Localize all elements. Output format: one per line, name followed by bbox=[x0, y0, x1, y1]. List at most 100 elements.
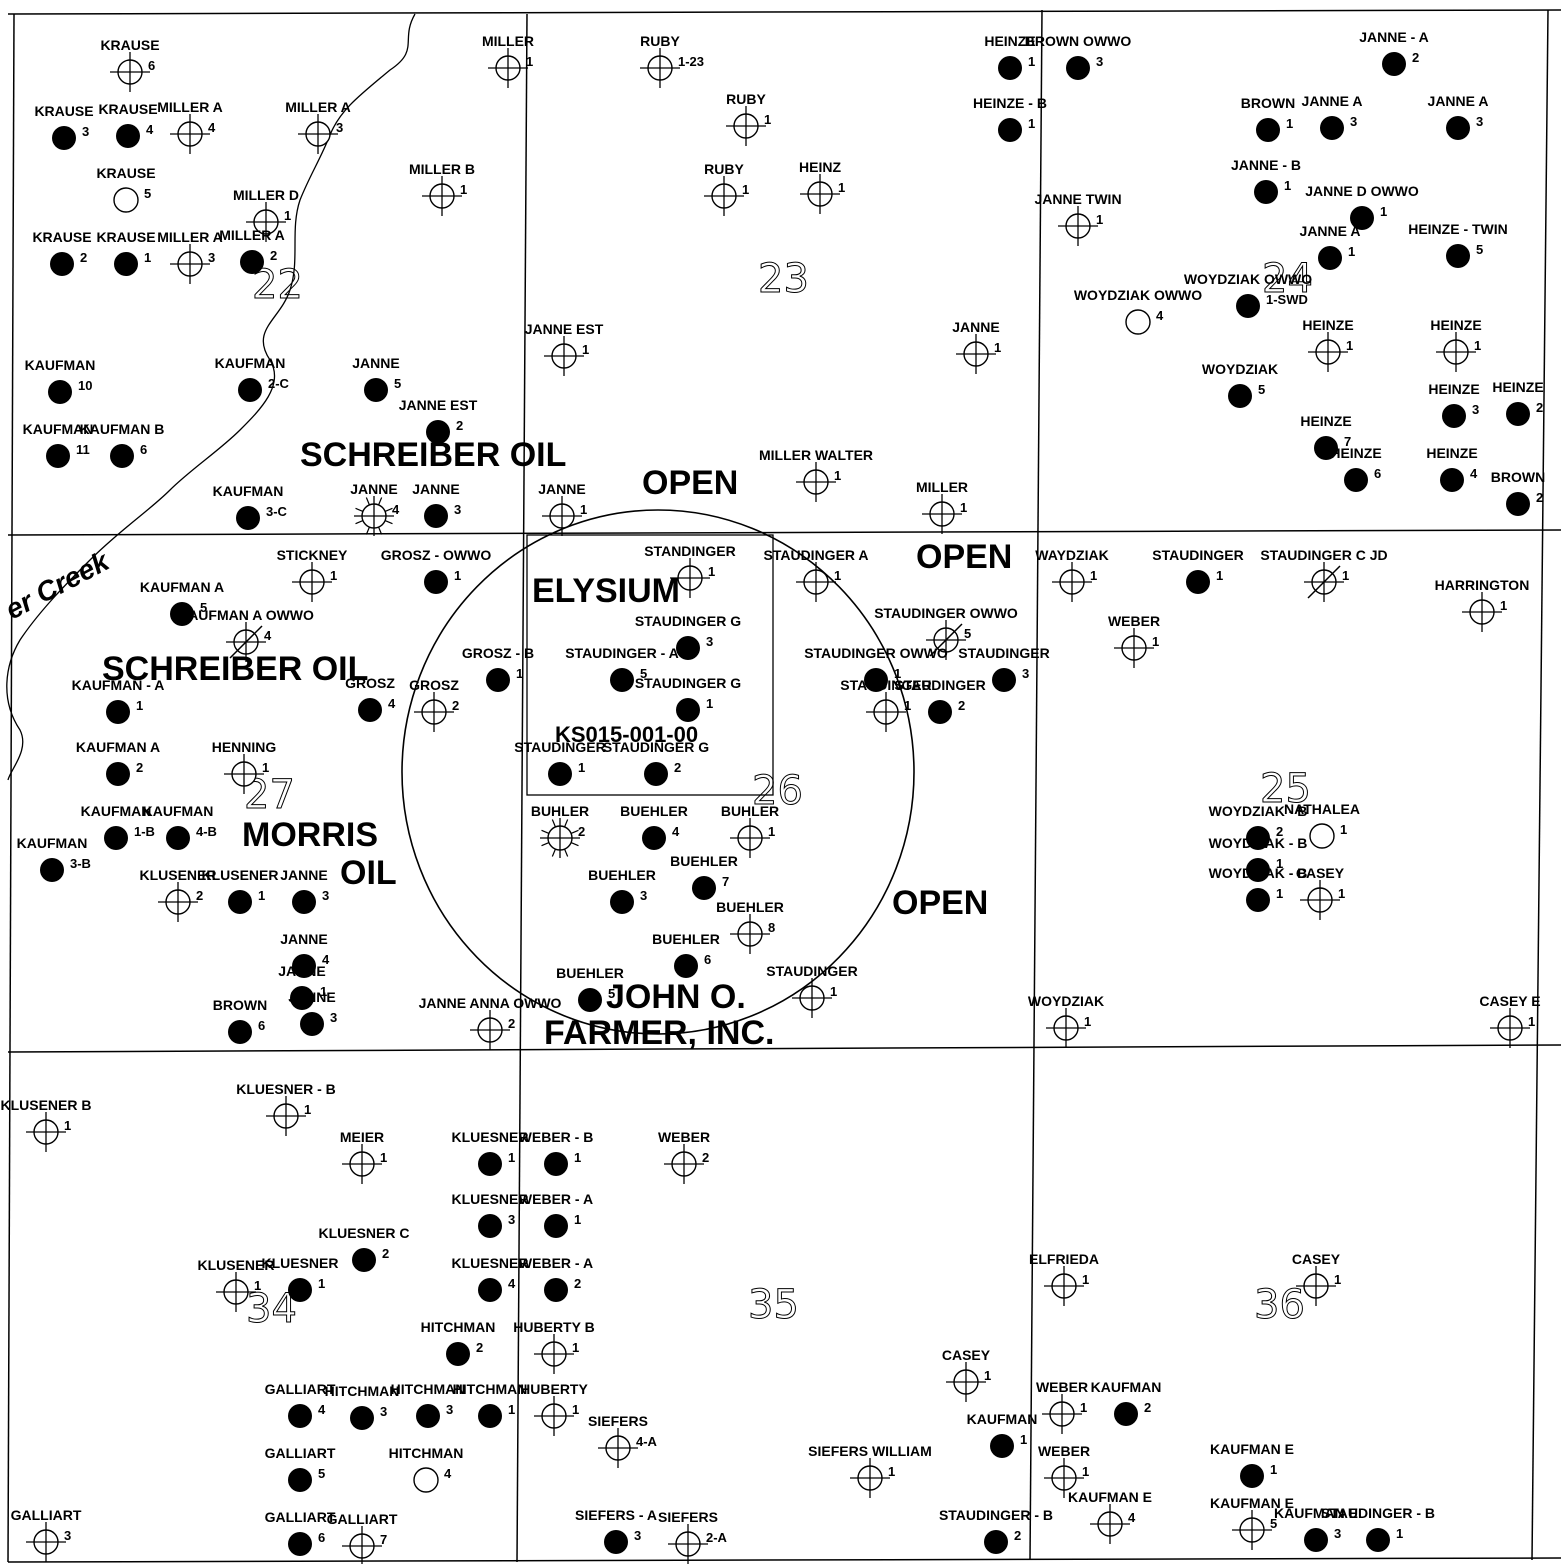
well-number: 4 bbox=[322, 952, 330, 967]
well-number: 5 bbox=[640, 666, 647, 681]
well-number: 1 bbox=[830, 984, 837, 999]
well-number: 1-SWD bbox=[1266, 292, 1308, 307]
dry-hole-symbol bbox=[1442, 404, 1466, 428]
well-name: HITCHMAN bbox=[325, 1383, 400, 1399]
dry-hole-symbol bbox=[1446, 116, 1470, 140]
well-name: RUBY bbox=[726, 91, 766, 107]
well-number: 1 bbox=[330, 568, 337, 583]
well-number: 4 bbox=[508, 1276, 516, 1291]
lease-id-label: KS015-001-00 bbox=[555, 722, 698, 747]
dry-hole-symbol bbox=[1246, 888, 1270, 912]
well-name: KLUSENER bbox=[197, 1257, 274, 1273]
operator-farmer-inc: FARMER, INC. bbox=[544, 1014, 774, 1052]
well-number: 1 bbox=[708, 564, 715, 579]
well-number: 1 bbox=[572, 1340, 579, 1355]
well-dry: KAUFMAN B6 bbox=[80, 421, 164, 468]
dry-hole-symbol bbox=[544, 1214, 568, 1238]
well-number: 4 bbox=[1128, 1510, 1136, 1525]
well-number: 1 bbox=[1090, 568, 1097, 583]
well-name: GROSZ bbox=[345, 675, 395, 691]
well-number: 3 bbox=[1350, 114, 1357, 129]
well-name: HEINZE - TWIN bbox=[1408, 221, 1508, 237]
well-name: WEBER bbox=[1108, 613, 1160, 629]
well-name: GROSZ - OWWO bbox=[381, 547, 492, 563]
operator-elysium: ELYSIUM bbox=[532, 572, 680, 610]
well-open: KLUSENER 1 bbox=[197, 1257, 275, 1312]
section-25: 25 bbox=[1260, 766, 1311, 812]
well-number: 1 bbox=[574, 1212, 581, 1227]
gas-ray bbox=[570, 842, 579, 847]
well-number: 1 bbox=[1096, 212, 1103, 227]
dry-hole-symbol bbox=[1318, 246, 1342, 270]
dry-hole-symbol bbox=[1382, 52, 1406, 76]
well-number: 4 bbox=[1470, 466, 1478, 481]
well-number: 1 bbox=[578, 760, 585, 775]
well-open: MILLER A3 bbox=[285, 99, 351, 154]
well-number: 5 bbox=[608, 986, 615, 1001]
dry-hole-symbol bbox=[984, 1530, 1008, 1554]
dry-hole-symbol bbox=[46, 444, 70, 468]
gas-ray bbox=[378, 497, 383, 506]
well-name: WOYDZIAK OWWO bbox=[1184, 271, 1312, 287]
well-number: 1 bbox=[144, 250, 151, 265]
well-dry: GROSZ - B1 bbox=[462, 645, 534, 692]
well-dry: WEBER - A1 bbox=[519, 1191, 593, 1238]
well-number: 1 bbox=[834, 468, 841, 483]
well-number: 3 bbox=[330, 1010, 337, 1025]
dry-hole-symbol bbox=[1314, 436, 1338, 460]
dry-hole-symbol bbox=[424, 504, 448, 528]
well-name: JANNE bbox=[280, 931, 327, 947]
well-open: MILLER A4 bbox=[157, 99, 223, 154]
well-number: 1-B bbox=[134, 824, 155, 839]
location-symbol bbox=[1309, 823, 1335, 849]
well-number: 2 bbox=[382, 1246, 389, 1261]
well-number: 1 bbox=[894, 666, 901, 681]
well-dry: JANNE A1 bbox=[1300, 223, 1360, 270]
dry-hole-symbol bbox=[116, 124, 140, 148]
well-name: WOYDZIAK bbox=[1028, 993, 1104, 1009]
operator-open-26-upper: OPEN bbox=[916, 538, 1012, 576]
well-number: 1 bbox=[1216, 568, 1223, 583]
well-number: 1 bbox=[254, 1278, 261, 1293]
operator-open-26-lower: OPEN bbox=[892, 884, 988, 922]
well-number: 3 bbox=[446, 1402, 453, 1417]
well-name: KAUFMAN - A bbox=[72, 677, 165, 693]
well-dry: STAUDINGER - B2 bbox=[939, 1507, 1053, 1554]
well-open: KAUFMAN E5 bbox=[1210, 1495, 1294, 1550]
location-symbol bbox=[113, 187, 139, 213]
well-name: KAUFMAN bbox=[1091, 1379, 1162, 1395]
well-name: CASEY bbox=[942, 1347, 991, 1363]
well-number: 4 bbox=[672, 824, 680, 839]
dry-hole-symbol bbox=[674, 954, 698, 978]
well-number: 1 bbox=[904, 698, 911, 713]
well-open: MILLER B1 bbox=[409, 161, 475, 216]
dry-hole-symbol bbox=[52, 126, 76, 150]
well-name: BUEHLER bbox=[652, 931, 720, 947]
well-name: STAUDINGER C JD bbox=[1260, 547, 1387, 563]
well-open: CASEY E1 bbox=[1479, 993, 1541, 1048]
operator-morris: MORRIS bbox=[242, 816, 378, 854]
well-name: KRAUSE bbox=[98, 101, 157, 117]
well-name: WOYDZIAK OWWO bbox=[1074, 287, 1202, 303]
well-name: STAUDINGER bbox=[1152, 547, 1244, 563]
well-name: STAUDINGER OWWO bbox=[874, 605, 1018, 621]
well-number: 7 bbox=[380, 1532, 387, 1547]
well-name: KLUESNER C bbox=[318, 1225, 409, 1241]
well-name: JANNE bbox=[350, 481, 397, 497]
